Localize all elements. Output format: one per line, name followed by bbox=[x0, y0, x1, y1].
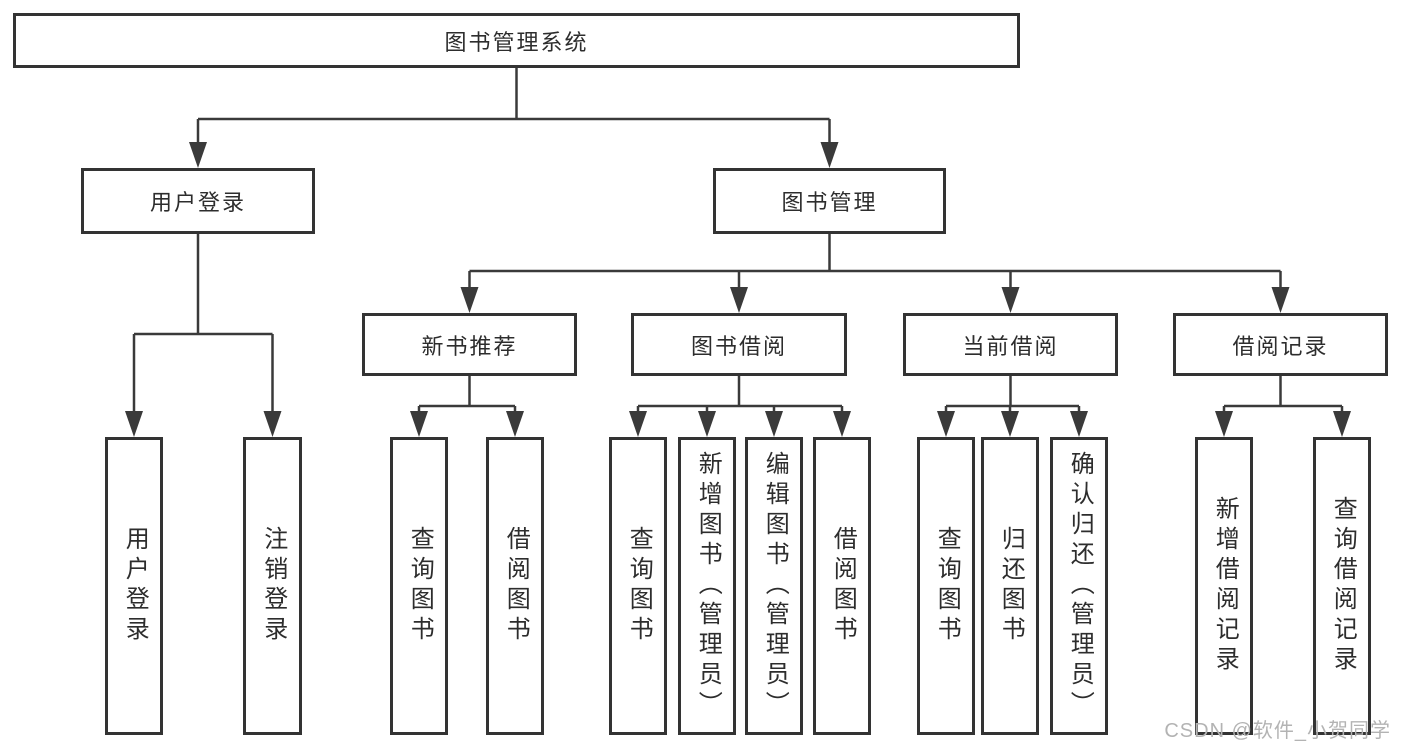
leaf-confirm-return-admin: 确认归还（管理员） bbox=[1050, 437, 1108, 735]
arrowheads bbox=[125, 142, 1351, 437]
leaf-query-borrow-record: 查询借阅记录 bbox=[1313, 437, 1371, 735]
leaf-edit-book-admin: 编辑图书（管理员） bbox=[745, 437, 803, 735]
leaf-logout: 注销登录 bbox=[243, 437, 302, 735]
leaf-borrow-books: 借阅图书 bbox=[813, 437, 871, 735]
node-current-borrowing: 当前借阅 bbox=[903, 313, 1118, 376]
leaf-return-book: 归还图书 bbox=[981, 437, 1039, 735]
leaf-query-books-borrowing: 查询图书 bbox=[609, 437, 667, 735]
watermark: CSDN @软件_小贺同学 bbox=[1164, 720, 1391, 742]
leaf-query-books-recommend: 查询图书 bbox=[390, 437, 448, 735]
leaf-add-book-admin: 新增图书（管理员） bbox=[678, 437, 736, 735]
node-book-management: 图书管理 bbox=[713, 168, 946, 234]
node-book-borrowing: 图书借阅 bbox=[631, 313, 847, 376]
leaf-query-books-current: 查询图书 bbox=[917, 437, 975, 735]
leaf-user-login: 用户登录 bbox=[105, 437, 163, 735]
node-root: 图书管理系统 bbox=[13, 13, 1020, 68]
leaf-borrow-books-recommend: 借阅图书 bbox=[486, 437, 544, 735]
node-borrowing-records: 借阅记录 bbox=[1173, 313, 1388, 376]
leaf-add-borrow-record: 新增借阅记录 bbox=[1195, 437, 1253, 735]
node-new-book-recommendation: 新书推荐 bbox=[362, 313, 577, 376]
node-user-login: 用户登录 bbox=[81, 168, 315, 234]
